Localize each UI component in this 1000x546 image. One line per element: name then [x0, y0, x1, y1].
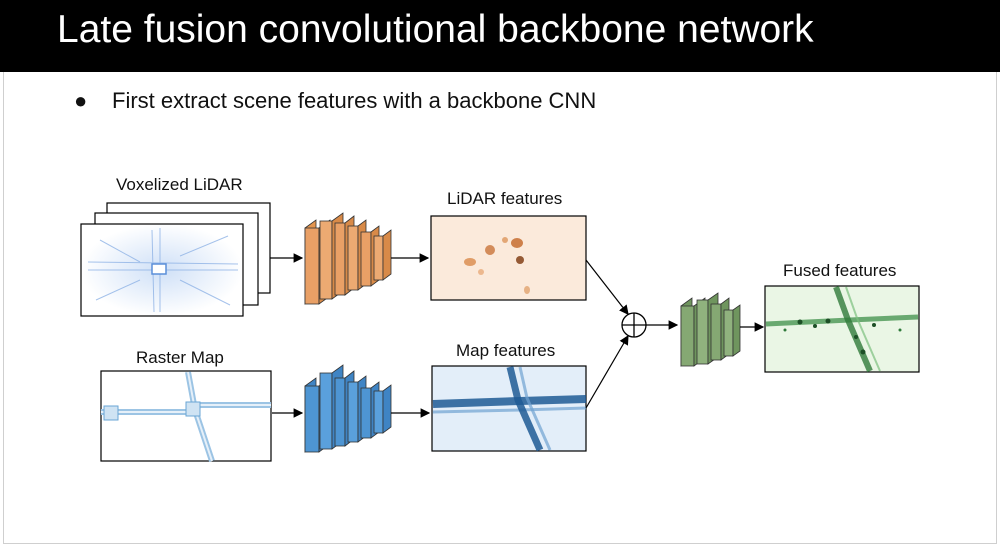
- map-features-map: [431, 365, 587, 452]
- voxelized-lidar-label: Voxelized LiDAR: [116, 175, 243, 194]
- fusion-add-icon: [621, 312, 647, 338]
- arrow-lidar-features-to-fusion: [585, 259, 629, 315]
- lidar-ego-vehicle: [151, 263, 167, 275]
- raster-map-label: Raster Map: [136, 348, 224, 367]
- lidar-features-map: [430, 215, 587, 301]
- bullet-icon: ●: [74, 88, 88, 113]
- content-frame: [3, 72, 997, 544]
- bullet-item: ● First extract scene features with a bac…: [74, 88, 596, 114]
- fused-features-map: [764, 285, 920, 373]
- fused-features-label: Fused features: [783, 261, 896, 280]
- lidar-features-label: LiDAR features: [447, 189, 562, 208]
- voxelized-lidar-stack: [80, 202, 271, 317]
- map-features-label: Map features: [456, 341, 555, 360]
- raster-map: [100, 370, 272, 462]
- map-cnn: [304, 364, 392, 453]
- bullet-text: First extract scene features with a back…: [112, 88, 597, 113]
- fused-cnn: [680, 292, 741, 367]
- slide-title: Late fusion convolutional backbone netwo…: [57, 8, 814, 51]
- arrow-map-features-to-fusion: [585, 334, 629, 409]
- lidar-cnn: [304, 212, 392, 305]
- title-bar: Late fusion convolutional backbone netwo…: [0, 0, 1000, 72]
